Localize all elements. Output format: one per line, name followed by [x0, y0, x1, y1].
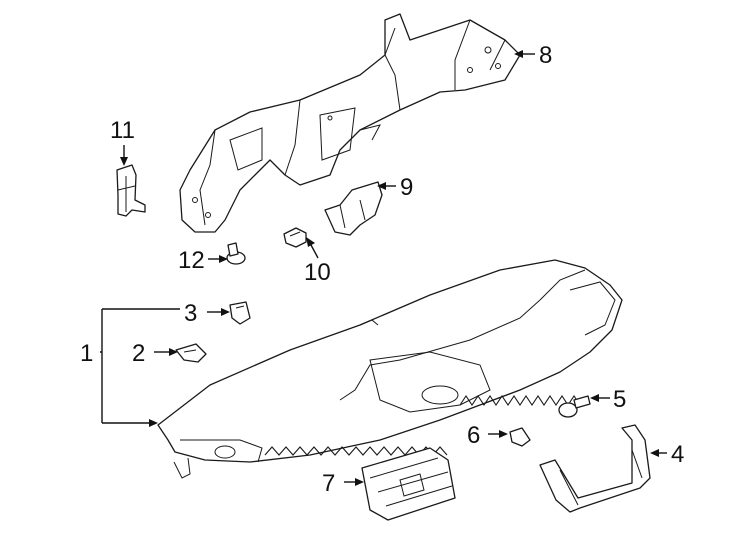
- arrow-6: [499, 430, 508, 438]
- callout-3: 3: [184, 300, 197, 327]
- part-10-fastener: [283, 227, 307, 248]
- part-12-bolt: [226, 242, 246, 265]
- callout-5: 5: [613, 386, 626, 413]
- part-4-bracket: [539, 424, 651, 513]
- leader-10: [310, 244, 319, 259]
- callout-6: 6: [467, 422, 480, 449]
- leader-1: [100, 308, 180, 424]
- arrow-3: [221, 308, 230, 316]
- part-3-clip: [229, 301, 251, 325]
- leaders: [100, 50, 667, 486]
- arrow-1: [149, 419, 158, 427]
- part-11-bracket: [116, 164, 146, 217]
- part-7-module: [361, 447, 456, 521]
- part-5-bolt: [558, 395, 591, 418]
- callout-8: 8: [539, 42, 552, 69]
- callout-10: 10: [304, 259, 331, 286]
- part-8-support-beam: [179, 13, 521, 233]
- arrow-8: [514, 50, 523, 58]
- arrow-7: [355, 478, 364, 486]
- callout-4: 4: [671, 441, 684, 468]
- callout-1: 1: [80, 340, 93, 367]
- arrow-2: [169, 348, 178, 356]
- callout-7: 7: [322, 470, 335, 497]
- callout-11: 11: [110, 117, 135, 144]
- arrow-5: [590, 394, 599, 402]
- callout-2: 2: [132, 340, 145, 367]
- arrow-10: [306, 237, 315, 247]
- arrow-4: [650, 449, 659, 457]
- callout-9: 9: [400, 174, 413, 201]
- arrow-9: [377, 182, 386, 190]
- part-2-clip: [175, 343, 207, 363]
- callout-labels: 1 2 3 4 5 6 7 8 9 10 11 12: [80, 42, 684, 497]
- callout-12: 12: [178, 247, 205, 274]
- arrow-11: [120, 157, 128, 166]
- part-6-clip: [509, 427, 531, 447]
- part-9-bracket: [324, 181, 383, 236]
- part-1-instrument-panel: [157, 259, 623, 479]
- arrow-12: [219, 255, 228, 263]
